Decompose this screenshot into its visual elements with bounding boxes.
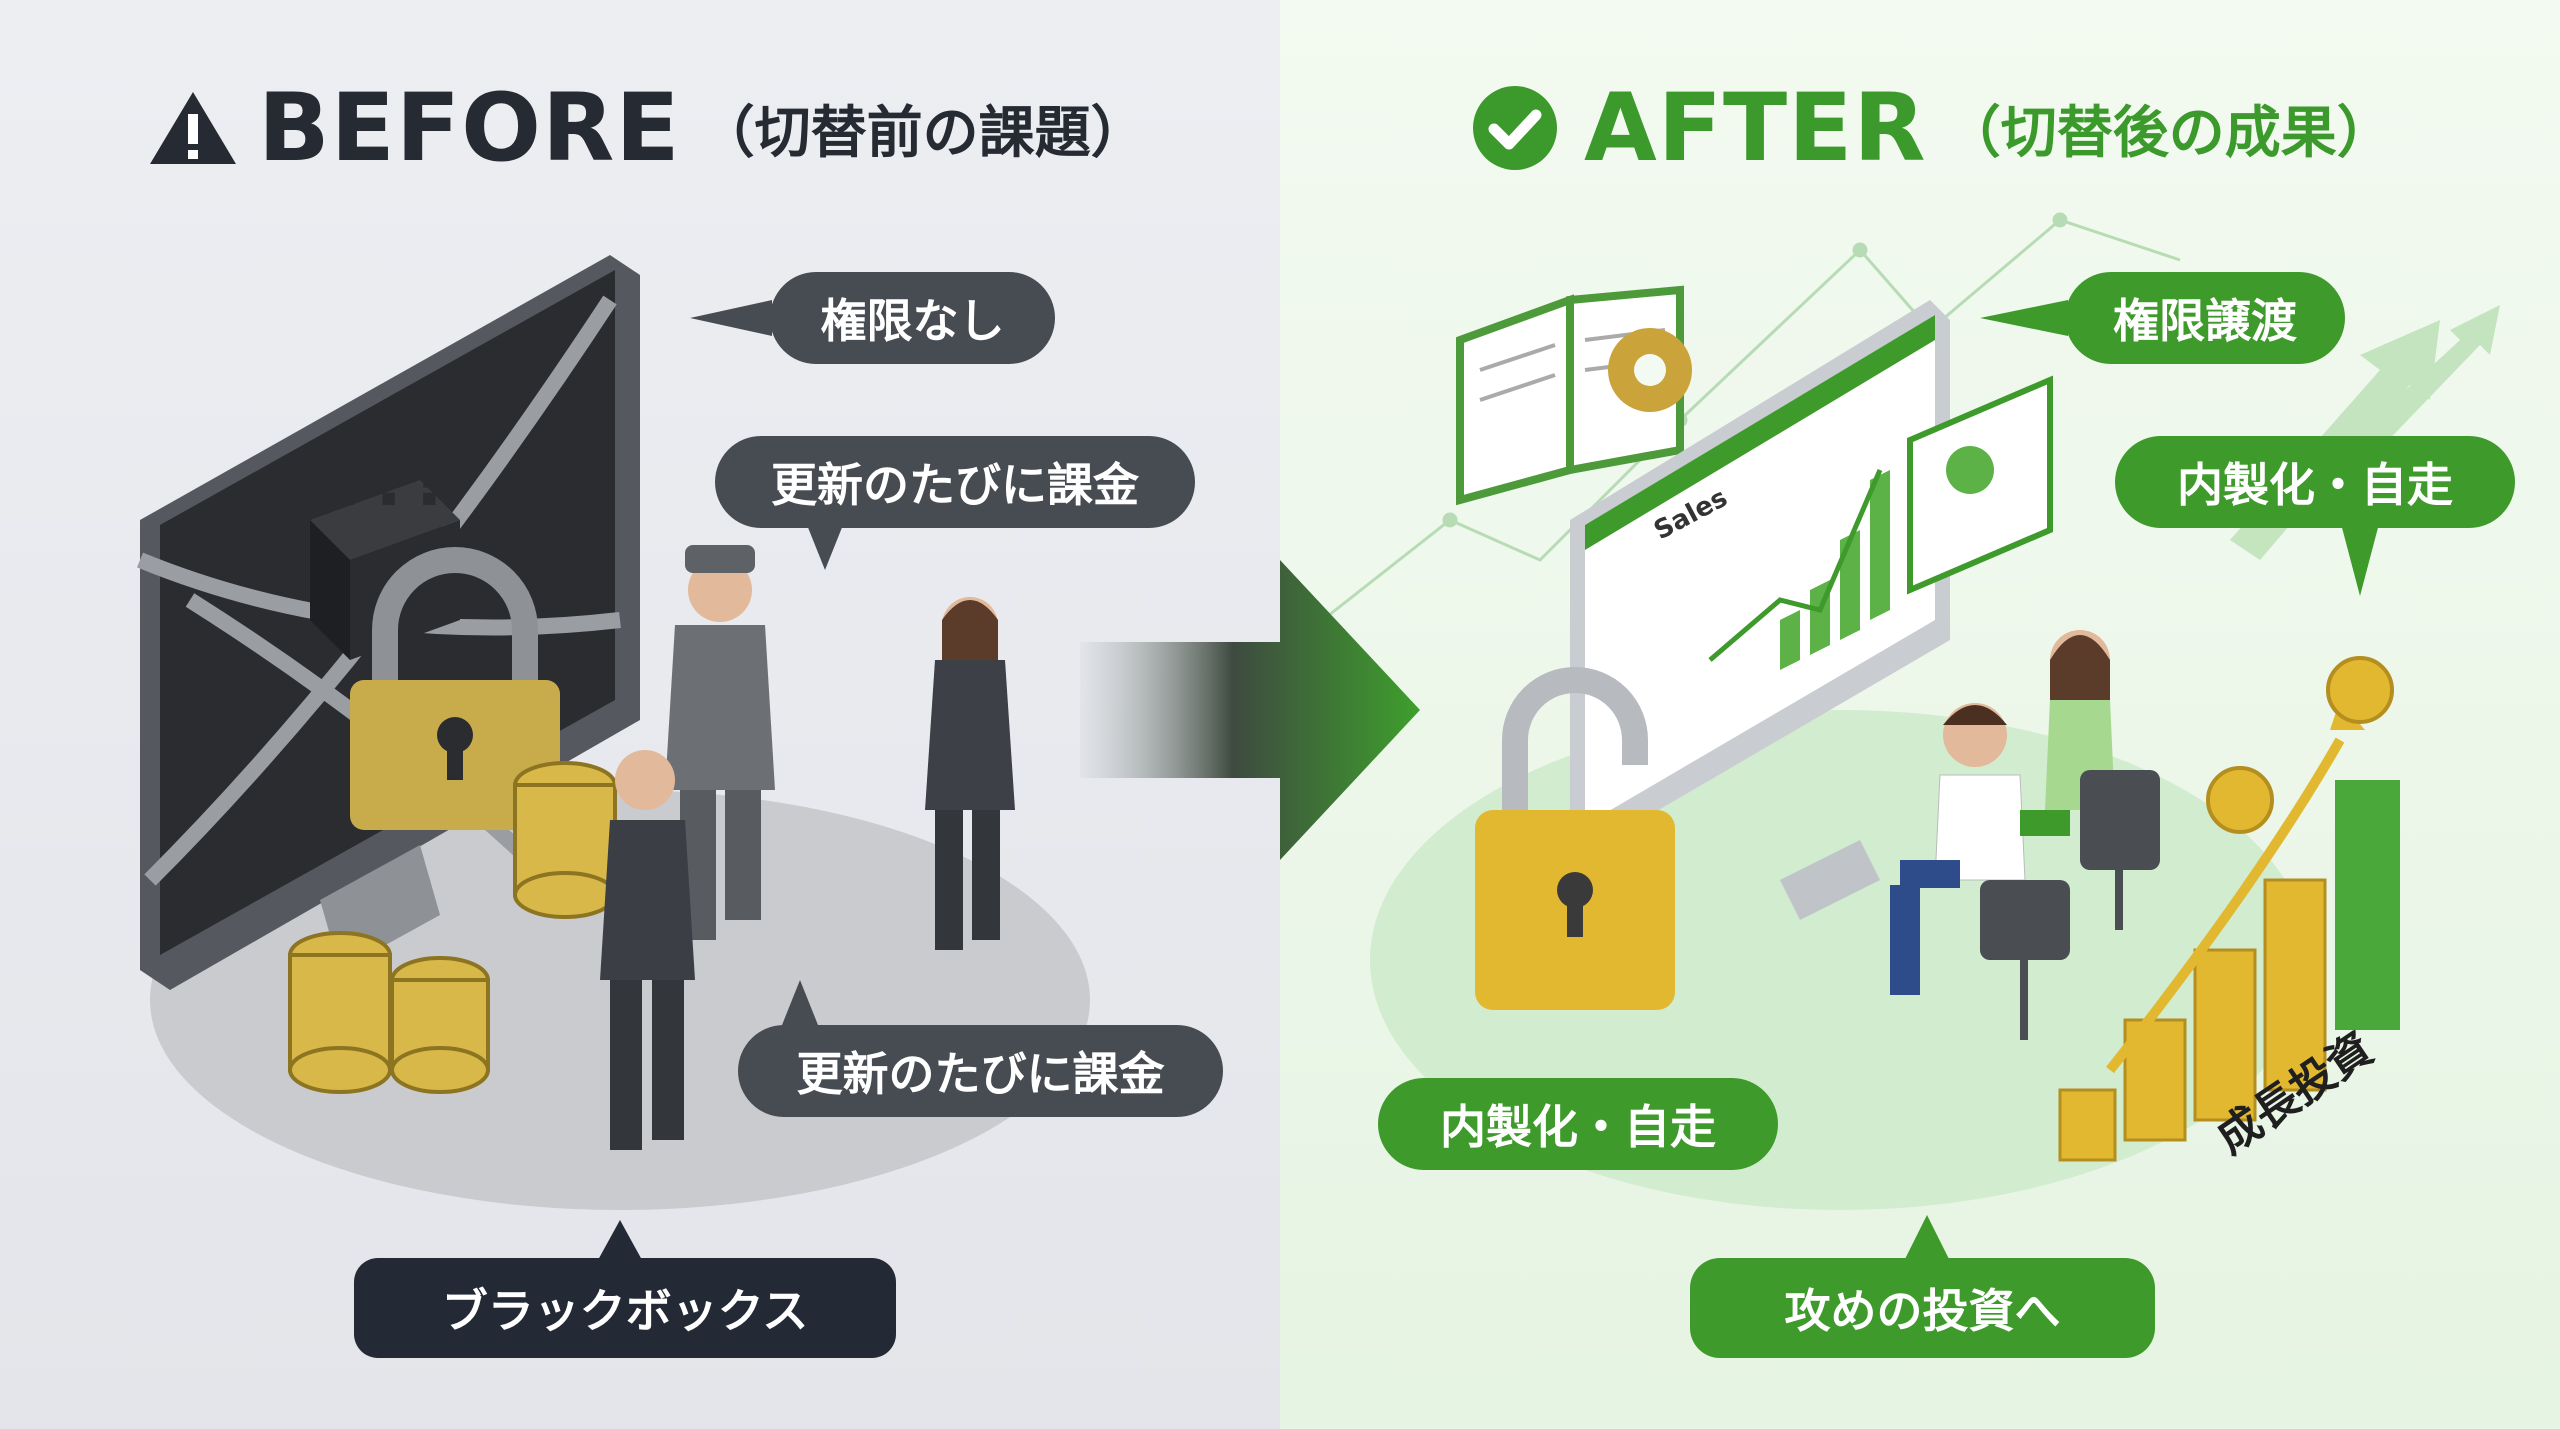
black-box-bubble: ブラックボックス	[354, 1258, 896, 1358]
svg-text:???: ???	[330, 440, 452, 522]
padlock-icon	[350, 547, 560, 830]
invest-bubble: 攻めの投資へ	[1690, 1258, 2155, 1358]
after-subtitle: （切替後の成果）	[1944, 100, 2393, 166]
before-title: BEFORE	[258, 73, 681, 183]
before-subtitle: （切替前の課題）	[698, 100, 1147, 166]
bubble-tail	[780, 980, 820, 1030]
bubble-tail	[598, 1220, 642, 1260]
growth-bars	[2058, 878, 2327, 1162]
green-bar	[2335, 780, 2400, 1030]
man-at-desk	[1890, 703, 2026, 995]
authority-transfer-bubble: 権限譲渡	[2065, 272, 2345, 364]
arrow-right-icon	[1080, 560, 1420, 860]
before-heading: BEFORE （切替前の課題）	[148, 74, 1147, 183]
trend-arrow-icon	[2106, 737, 2345, 1074]
bubble-tail	[805, 520, 845, 570]
bubble-tail	[690, 300, 772, 336]
businessman-figure	[600, 750, 695, 1150]
yen-coin-icon	[288, 761, 617, 1094]
padlock-icon	[1475, 667, 1675, 1010]
after-panel: Sales shopify	[1280, 0, 2560, 1429]
gear-icon	[1608, 328, 1692, 412]
frustrated-woman-figure	[925, 597, 1015, 950]
office-chair	[1980, 770, 2160, 1040]
charge-bubble-bottom: 更新のたびに課金	[738, 1025, 1223, 1117]
no-authority-bubble: 権限なし	[770, 272, 1055, 364]
bubble-tail	[2340, 520, 2380, 596]
sales-monitor	[1570, 300, 1950, 920]
after-heading: AFTER （切替後の成果）	[1470, 74, 2393, 183]
before-panel: ???	[0, 0, 1280, 1429]
bubble-tail	[1905, 1215, 1949, 1259]
inhouse-bubble-top: 内製化・自走	[2115, 436, 2515, 528]
charge-bubble-top: 更新のたびに課金	[715, 436, 1195, 528]
yen-coin-icon	[2206, 656, 2394, 834]
inhouse-bubble-bottom: 内製化・自走	[1378, 1078, 1778, 1170]
after-title: AFTER	[1584, 73, 1927, 183]
bubble-tail	[1980, 300, 2068, 336]
pie-chart-card	[1907, 375, 2053, 595]
book-icon	[1456, 285, 1684, 506]
after-illustration: Sales shopify	[1309, 212, 2500, 1210]
worker-figure	[665, 545, 775, 940]
check-circle-icon	[1473, 86, 1557, 170]
warning-icon	[150, 92, 236, 164]
